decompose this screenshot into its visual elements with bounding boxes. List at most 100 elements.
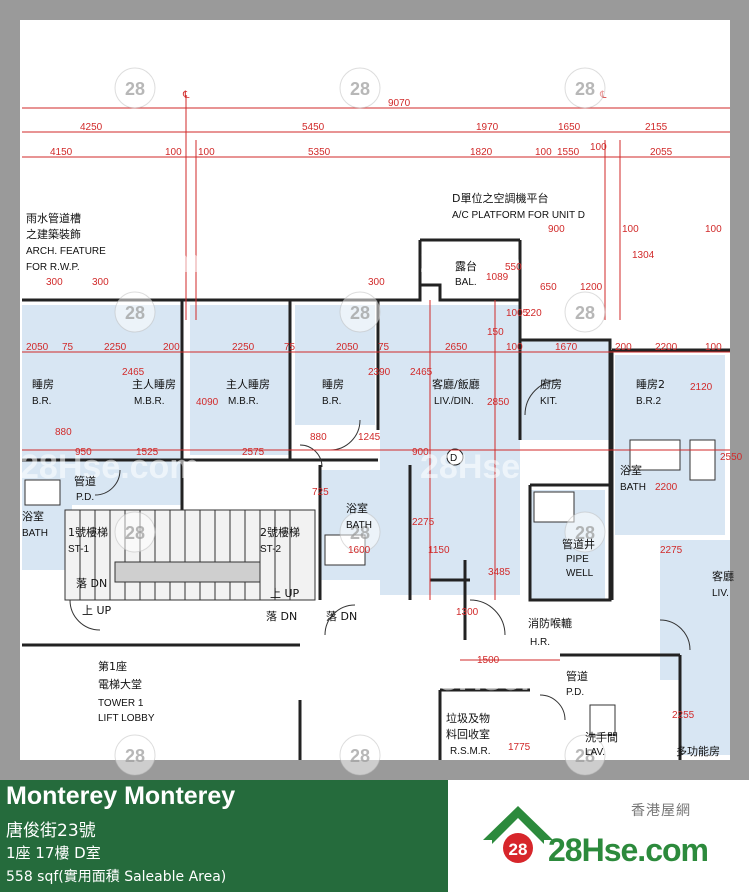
bedroom-1-label: 睡房 bbox=[32, 378, 54, 391]
unit-marker bbox=[446, 448, 464, 466]
watermark-badge: 28 bbox=[125, 303, 145, 323]
watermark-text: 28Hse.com bbox=[20, 660, 200, 698]
dim-label: 950 bbox=[75, 447, 92, 458]
dim-label: 2200 bbox=[655, 342, 678, 353]
brand-name-cn: 香港屋網 bbox=[631, 803, 691, 819]
watermark-badge: 28 bbox=[350, 746, 370, 766]
watermark-text: 28Hse.com bbox=[20, 32, 200, 70]
dim-label: 880 bbox=[310, 432, 327, 443]
dim-label: 1005 bbox=[506, 308, 529, 319]
arch-feature-label-en: FOR R.W.P. bbox=[26, 262, 80, 273]
dim-label: 200 bbox=[163, 342, 180, 353]
dim-label: 2275 bbox=[412, 517, 435, 528]
bathroom-right-label-en: BATH bbox=[620, 482, 646, 493]
ac-platform-label: D單位之空調機平台 bbox=[452, 191, 548, 205]
dim-label: 2465 bbox=[410, 367, 433, 378]
arch-feature-label-en: ARCH. FEATURE bbox=[26, 246, 106, 257]
dim-label: 1820 bbox=[470, 147, 493, 158]
lavatory-label: 洗手間 bbox=[585, 730, 618, 744]
dim-label: 100 bbox=[590, 142, 607, 153]
refuse-room-label-en: R.S.M.R. bbox=[450, 746, 491, 757]
dim-label: 1970 bbox=[476, 122, 499, 133]
brand-badge: 28 bbox=[509, 840, 528, 859]
stair-2 bbox=[184, 509, 316, 601]
watermark-badge: 28 bbox=[350, 303, 370, 323]
stair-landing bbox=[114, 561, 261, 583]
unit-marker-label: D bbox=[450, 453, 457, 464]
lift-lobby-label-en: TOWER 1 bbox=[98, 698, 144, 709]
watermark-text: 28Hse.com bbox=[20, 448, 200, 486]
dim-label: 75 bbox=[62, 342, 74, 353]
dim-label: 900 bbox=[412, 447, 429, 458]
watermark-text: 28Hse.com bbox=[420, 448, 600, 486]
dim-label: 100 bbox=[535, 147, 552, 158]
bedroom-3-label-en: B.R. bbox=[322, 396, 341, 407]
bathroom-centre-label-en: BATH bbox=[346, 520, 372, 531]
dimension-lines bbox=[22, 95, 730, 661]
dim-label: 100 bbox=[705, 224, 722, 235]
dim-label: 200 bbox=[615, 342, 632, 353]
living-dining-label-en: LIV./DIN. bbox=[434, 396, 474, 407]
pipe-well-label-en: WELL bbox=[566, 568, 594, 579]
master-bedroom-2-label-en: M.B.R. bbox=[228, 396, 259, 407]
watermark-badge: 28 bbox=[350, 523, 370, 543]
refuse-room-label: 料回收室 bbox=[446, 727, 490, 741]
dim-label: 2050 bbox=[336, 342, 359, 353]
stair-1-label-en: ST-1 bbox=[68, 544, 90, 555]
dim-label: 2650 bbox=[445, 342, 468, 353]
pipe-well-label: 管道井 bbox=[562, 537, 595, 551]
dim-label: 2465 bbox=[122, 367, 145, 378]
stair-2-down-label: 落 DN bbox=[266, 610, 297, 623]
address: 唐俊街23號 bbox=[6, 821, 96, 841]
stair-3-down-label: 落 DN bbox=[326, 610, 357, 623]
dim-label: 75 bbox=[378, 342, 390, 353]
lift-lobby-label: 第1座 bbox=[98, 659, 127, 673]
multi-function-room-label: 多功能房 bbox=[676, 744, 720, 758]
saleable-area: 558 sqf(實用面積 Saleable Area) bbox=[6, 869, 227, 885]
dim-label: 2850 bbox=[487, 397, 510, 408]
dim-label: 880 bbox=[55, 427, 72, 438]
pipe-well-label-en: PIPE bbox=[566, 554, 589, 565]
dim-label: 2050 bbox=[26, 342, 49, 353]
bedroom-2-label: 睡房2 bbox=[636, 378, 665, 391]
stair-2-label-en: ST-2 bbox=[260, 544, 282, 555]
living-dining-label: 客廳/飯廳 bbox=[432, 377, 480, 391]
dim-label: 2200 bbox=[655, 482, 678, 493]
svg-text:℄: ℄ bbox=[182, 90, 190, 101]
dim-label: 2575 bbox=[242, 447, 265, 458]
brand-name-en: 28Hse.com bbox=[548, 832, 709, 868]
dim-label: 2390 bbox=[368, 367, 391, 378]
dim-label: 2055 bbox=[650, 147, 673, 158]
dim-label: 1245 bbox=[358, 432, 381, 443]
door-swings bbox=[69, 379, 691, 721]
watermark-badge: 28 bbox=[575, 746, 595, 766]
dim-label: 5450 bbox=[302, 122, 325, 133]
floor-plan: ℄ ℄ 28Hse.com 28Hse.com 28Hse.com 28Hse.… bbox=[20, 20, 743, 776]
dim-label: 75 bbox=[284, 342, 296, 353]
dim-label: 300 bbox=[368, 277, 385, 288]
living-room-right-label-en: LIV. bbox=[712, 588, 729, 599]
dim-label: 1150 bbox=[428, 545, 450, 556]
dim-label: 1775 bbox=[508, 742, 531, 753]
pipe-duct-label: 管道 bbox=[74, 474, 96, 488]
dim-label: 4090 bbox=[196, 397, 219, 408]
watermark-badge: 28 bbox=[125, 523, 145, 543]
lift-lobby-label: 電梯大堂 bbox=[98, 677, 142, 691]
dim-label: 1089 bbox=[486, 272, 509, 283]
watermark-text: 28Hse.com bbox=[420, 660, 600, 698]
hose-reel-label-en: H.R. bbox=[530, 637, 550, 648]
watermark-badge: 28 bbox=[350, 79, 370, 99]
watermark-text: 28Hse.com bbox=[420, 242, 600, 280]
dim-label: 100 bbox=[622, 224, 639, 235]
bedroom-1-label-en: B.R. bbox=[32, 396, 51, 407]
walls bbox=[22, 238, 730, 760]
dim-label: 4150 bbox=[50, 147, 73, 158]
dim-label: 725 bbox=[312, 487, 329, 498]
hose-reel-label: 消防喉轆 bbox=[528, 616, 572, 630]
brand-logo[interactable]: 香港屋網 28 28Hse.com bbox=[448, 780, 749, 892]
dim-label: 100 bbox=[705, 342, 722, 353]
stair-1-up-label: 上 UP bbox=[82, 604, 112, 617]
dim-label: 2255 bbox=[672, 710, 695, 721]
arch-feature-label: 雨水管道槽 bbox=[26, 211, 81, 225]
dim-label: 1550 bbox=[557, 147, 580, 158]
